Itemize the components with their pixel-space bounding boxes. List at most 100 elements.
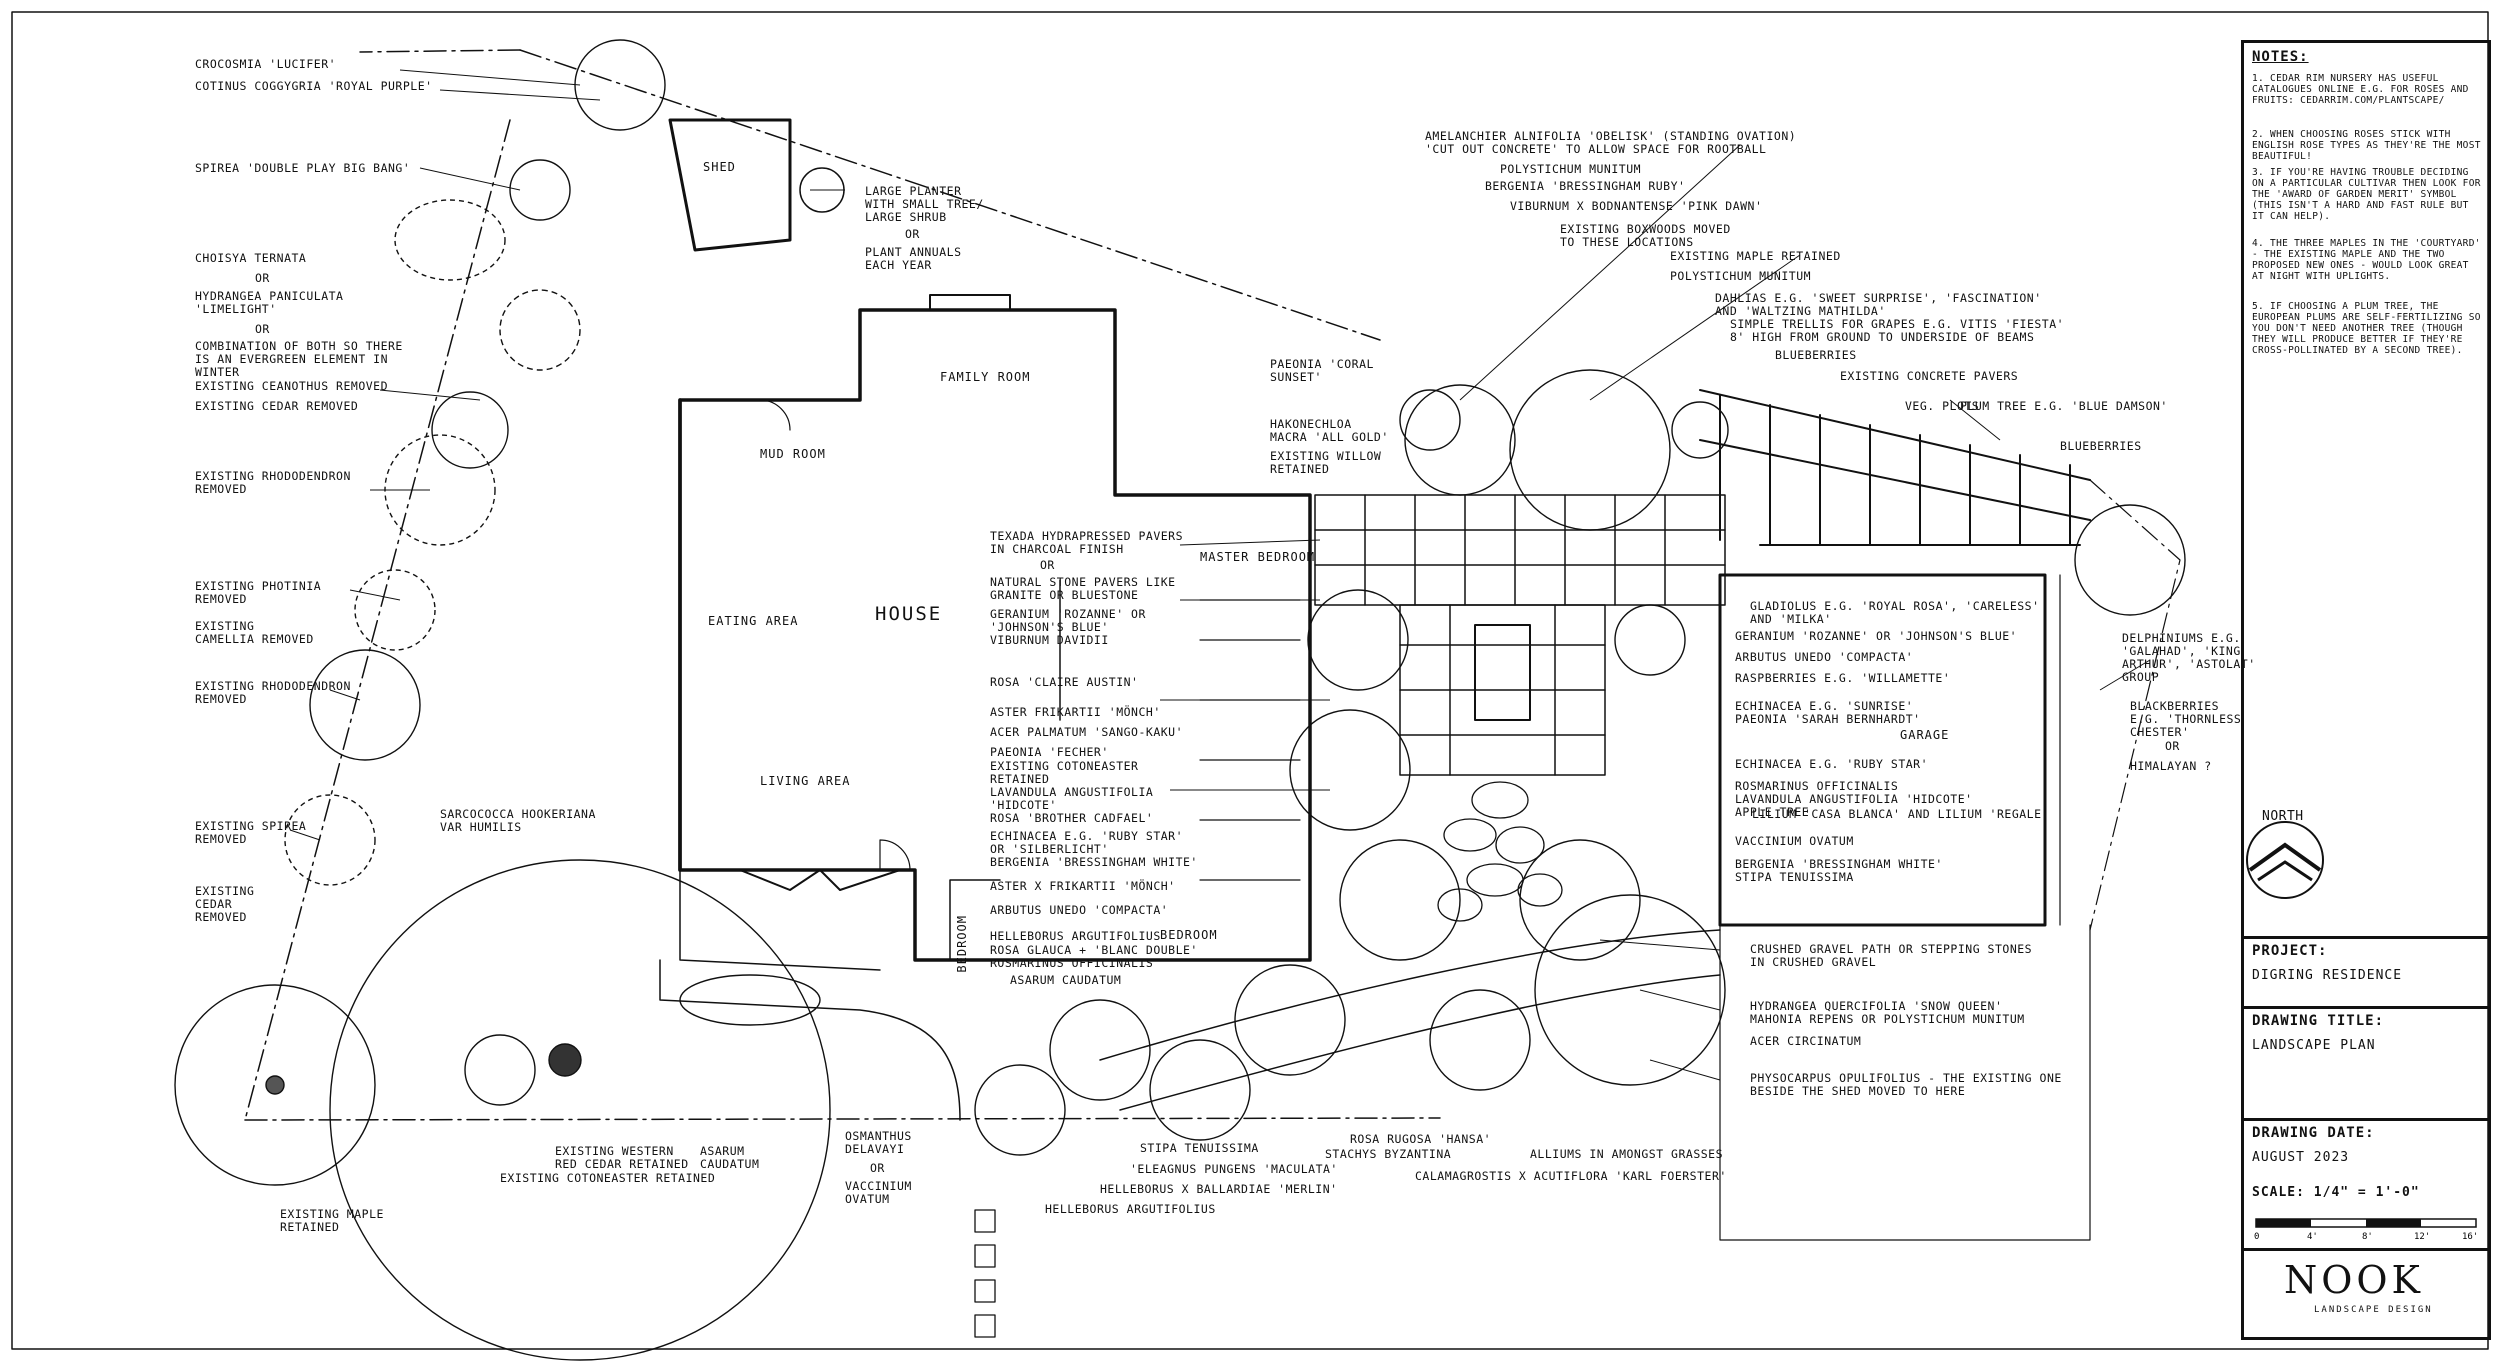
gravel-path-edge xyxy=(1099,929,1721,1061)
label-asarum-caudatum: ASARUM CAUDATUM xyxy=(1010,973,1122,987)
north-label: NORTH xyxy=(2262,809,2304,824)
label-combination: COMBINATION OF BOTH SO THERE IS AN EVERG… xyxy=(195,339,403,379)
shrub xyxy=(1234,964,1346,1076)
label-rosa-rugosa: ROSA RUGOSA 'HANSA' xyxy=(1350,1132,1492,1146)
tree-canopy xyxy=(499,289,581,371)
label-vaccinium: VACCINIUM OVATUM xyxy=(845,1179,912,1206)
drawing-date: AUGUST 2023 xyxy=(2252,1150,2350,1165)
label-spirea-removed: EXISTING SPIREA REMOVED xyxy=(195,819,307,846)
scale-tick-label: 4' xyxy=(2307,1232,2318,1242)
tree-canopy xyxy=(509,159,571,221)
scale-tick-label: 16' xyxy=(2462,1232,2478,1242)
label-viburnum-pink: VIBURNUM X BODNANTENSE 'PINK DAWN' xyxy=(1510,199,1763,213)
label-rhododendron-1: EXISTING RHODODENDRON REMOVED xyxy=(195,469,351,496)
label-blueberries-1: BLUEBERRIES xyxy=(1775,348,1857,362)
label-calamagrostis: CALAMAGROSTIS X ACUTIFLORA 'KARL FOERSTE… xyxy=(1415,1169,1727,1183)
shed-outline xyxy=(668,118,792,252)
shrub xyxy=(1429,989,1531,1091)
label-or: OR xyxy=(1040,558,1055,572)
label-annuals: PLANT ANNUALS EACH YEAR xyxy=(865,245,962,272)
label-or: OR xyxy=(255,322,270,336)
shrub xyxy=(1671,401,1729,459)
drawing-title: LANDSCAPE PLAN xyxy=(2252,1038,2376,1053)
label-acer-sango: ACER PALMATUM 'SANGO-KAKU' xyxy=(990,725,1184,739)
tree-canopy xyxy=(431,391,509,469)
label-elaeagnus: 'ELEAGNUS PUNGENS 'MACULATA' xyxy=(1130,1162,1338,1176)
leader-lines xyxy=(289,69,2151,1081)
label-sarcococca: SARCOCOCCA HOOKERIANA VAR HUMILIS xyxy=(440,807,596,834)
room-family-room: FAMILY ROOM xyxy=(940,370,1031,384)
logo-text: NOOK xyxy=(2284,1258,2424,1302)
label-planter: LARGE PLANTER WITH SMALL TREE/ LARGE SHR… xyxy=(865,184,984,224)
label-rosa-claire: ROSA 'CLAIRE AUSTIN' xyxy=(990,675,1139,689)
label-aster-monch: ASTER FRIKARTII 'MÖNCH' xyxy=(990,705,1161,719)
label-physocarpus: PHYSOCARPUS OPULIFOLIUS - THE EXISTING O… xyxy=(1750,1071,2062,1098)
label-maple-retained-right: EXISTING MAPLE RETAINED xyxy=(1670,249,1841,263)
scale-label: SCALE: 1/4" = 1'-0" xyxy=(2252,1185,2420,1200)
label-blueberries-2: BLUEBERRIES xyxy=(2060,439,2142,453)
shrub xyxy=(1614,604,1686,676)
label-existing-cotoneaster: EXISTING COTONEASTER RETAINED xyxy=(990,759,1139,786)
label-plum-tree: PLUM TREE E.G. 'BLUE DAMSON' xyxy=(1960,399,2168,413)
label-arbutus-1: ARBUTUS UNEDO 'COMPACTA' xyxy=(990,903,1169,917)
project-name: DIGRING RESIDENCE xyxy=(2252,968,2403,983)
label-echinacea-1: ECHINACEA E.G. 'RUBY STAR' OR 'SILBERLIC… xyxy=(990,829,1184,856)
label-polystichum-1: POLYSTICHUM MUNITUM xyxy=(1500,162,1642,176)
plum-tree-canopy xyxy=(2074,504,2186,616)
shrub xyxy=(1519,839,1641,961)
label-gladiolus: GLADIOLUS E.G. 'ROYAL ROSA', 'CARELESS' … xyxy=(1750,599,2040,626)
existing-maple-canopy xyxy=(1509,369,1671,531)
label-himalayan: HIMALAYAN ? xyxy=(2130,759,2212,773)
hedge xyxy=(679,974,821,1026)
shrub xyxy=(1399,389,1461,451)
scale-bar: 0 4' 8' 12' 16' xyxy=(2254,1218,2478,1242)
shrub xyxy=(394,199,506,281)
label-or: OR xyxy=(2165,739,2180,753)
label-hydrangea-quercifolia: HYDRANGEA QUERCIFOLIA 'SNOW QUEEN' MAHON… xyxy=(1750,999,2025,1026)
shrub xyxy=(1307,589,1409,691)
note-1: 1. CEDAR RIM NURSERY HAS USEFUL CATALOGU… xyxy=(2252,73,2469,106)
label-helleborus-x: HELLEBORUS X BALLARDIAE 'MERLIN' xyxy=(1100,1182,1338,1196)
room-master-bedroom: MASTER BEDROOM xyxy=(1200,550,1316,564)
label-helleborus-arg: HELLEBORUS ARGUTIFOLIUS xyxy=(990,929,1161,943)
grape-trellis xyxy=(1699,389,2091,546)
tree-canopy xyxy=(574,39,666,131)
label-viburnum-davidii: VIBURNUM DAVIDII xyxy=(990,633,1109,647)
project-heading: PROJECT: xyxy=(2252,943,2328,959)
tree-canopy xyxy=(1404,384,1516,496)
label-lavandula-1: LAVANDULA ANGUSTIFOLIA 'HIDCOTE' xyxy=(990,785,1154,812)
stepping-stones xyxy=(974,781,1563,1338)
label-veg-plots: VEG. PLOTS xyxy=(1905,399,1980,413)
room-living-area: LIVING AREA xyxy=(760,774,851,788)
label-rosa-brother: ROSA 'BROTHER CADFAEL' xyxy=(990,811,1154,825)
shrub xyxy=(354,569,436,651)
shrub xyxy=(1149,1039,1251,1141)
room-eating-area: EATING AREA xyxy=(708,614,799,628)
label-raspberries: RASPBERRIES E.G. 'WILLAMETTE' xyxy=(1735,671,1951,685)
label-willow: EXISTING WILLOW RETAINED xyxy=(1270,449,1382,476)
room-bedroom-vertical: BEDROOM xyxy=(955,915,969,973)
note-3: 3. IF YOU'RE HAVING TROUBLE DECIDING ON … xyxy=(2252,167,2481,222)
label-helleborus-arg-2: HELLEBORUS ARGUTIFOLIUS xyxy=(1045,1202,1216,1216)
divider xyxy=(2244,1248,2488,1251)
tree-canopy xyxy=(309,649,421,761)
note-5: 5. IF CHOOSING A PLUM TREE, THE EUROPEAN… xyxy=(2252,301,2481,356)
shrub xyxy=(1289,709,1411,831)
label-or: OR xyxy=(905,227,920,241)
note-4: 4. THE THREE MAPLES IN THE 'COURTYARD' -… xyxy=(2252,238,2481,282)
logo-subtitle: LANDSCAPE DESIGN xyxy=(2314,1305,2433,1315)
room-house: HOUSE xyxy=(875,603,943,625)
label-amelanchier: AMELANCHIER ALNIFOLIA 'OBELISK' (STANDIN… xyxy=(1425,129,1797,156)
shrub xyxy=(1049,999,1151,1101)
label-dahlias: DAHLIAS E.G. 'SWEET SURPRISE', 'FASCINAT… xyxy=(1715,291,2042,318)
north-arrow xyxy=(2246,821,2324,899)
shrub xyxy=(974,1064,1066,1156)
label-lilium: LILIUM 'CASA BLANCA' AND LILIUM 'REGALE' xyxy=(1752,807,2049,821)
label-rosa-species: ROSA GLAUCA + 'BLANC DOUBLE' ROSMARINUS … xyxy=(990,943,1198,970)
label-maple-retained: EXISTING MAPLE RETAINED xyxy=(280,1207,384,1234)
label-hydrangea-paniculata: HYDRANGEA PANICULATA 'LIMELIGHT' xyxy=(195,289,344,316)
label-bergenia-1: BERGENIA 'BRESSINGHAM WHITE' xyxy=(990,855,1198,869)
label-aster-x: ASTER X FRIKARTII 'MÖNCH' xyxy=(990,879,1176,893)
